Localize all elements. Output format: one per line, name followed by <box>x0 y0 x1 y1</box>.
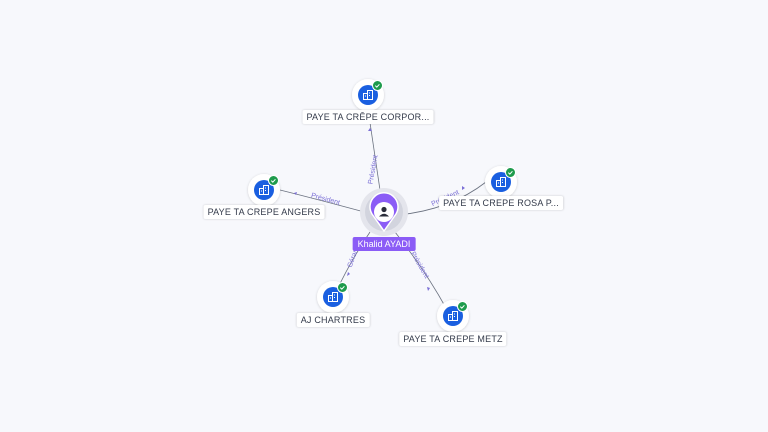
arrow-chartres <box>347 272 350 276</box>
company-label-corporate[interactable]: PAYE TA CRÊPE CORPOR... <box>302 110 434 124</box>
arrow-rosa <box>462 186 465 190</box>
arrow-metz <box>427 287 430 291</box>
verified-check-icon <box>507 170 513 175</box>
edge-label-corporate: Président <box>368 155 380 185</box>
company-node-angers[interactable] <box>248 174 280 206</box>
company-label-rosa[interactable]: PAYE TA CREPE ROSA P... <box>439 196 563 210</box>
company-label-metz[interactable]: PAYE TA CREPE METZ <box>399 332 507 346</box>
company-node-rosa[interactable] <box>485 166 517 198</box>
arrow-angers <box>294 192 297 195</box>
verified-check-icon <box>374 83 380 88</box>
edge-angers <box>279 189 369 214</box>
company-label-angers[interactable]: PAYE TA CREPE ANGERS <box>203 205 325 219</box>
edge-arrows <box>294 128 465 291</box>
edge-label-metz: Président <box>409 251 430 280</box>
company-node-corporate[interactable] <box>352 79 384 111</box>
company-label-chartres[interactable]: AJ CHARTRES <box>296 313 370 327</box>
person-icon <box>379 206 389 217</box>
person-node[interactable] <box>360 188 408 236</box>
company-node-metz[interactable] <box>437 300 469 332</box>
arrow-corporate <box>368 128 372 131</box>
person-label[interactable]: Khalid AYADI <box>352 237 416 251</box>
verified-check-icon <box>339 285 345 290</box>
verified-check-icon <box>459 304 465 309</box>
company-node-chartres[interactable] <box>317 281 349 313</box>
verified-check-icon <box>270 178 276 183</box>
